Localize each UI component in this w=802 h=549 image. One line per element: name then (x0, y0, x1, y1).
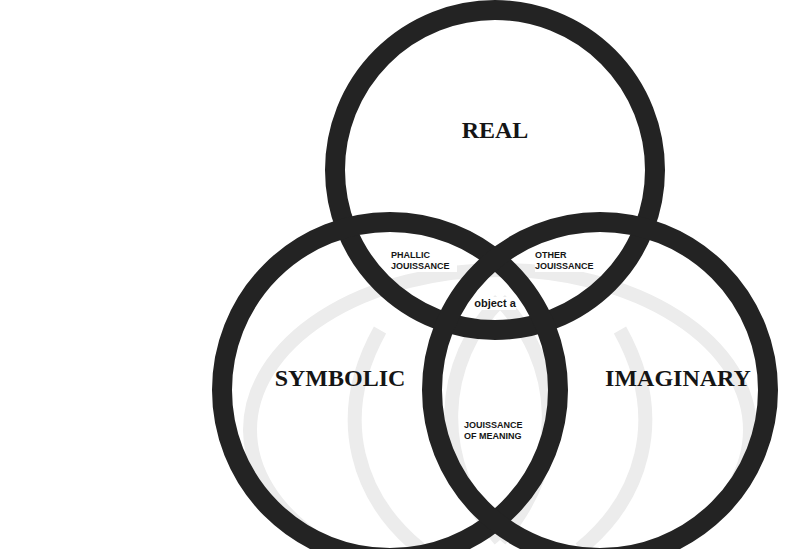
watermark-leaf (355, 330, 420, 549)
ring-outline (325, 0, 665, 340)
ring-node: REAL (325, 0, 665, 340)
ring-circle (432, 222, 768, 549)
ring-title: IMAGINARY (605, 365, 751, 391)
ring-node: SYMBOLIC (212, 212, 568, 549)
region-label: JOUISSANCE OF MEANING (464, 420, 530, 442)
watermark-leaf (580, 330, 645, 549)
region-label: PHALLIC JOUISSANCE (391, 250, 457, 272)
ring-circle (335, 10, 655, 330)
region-label: OTHER JOUISSANCE (535, 250, 601, 272)
ring-title: REAL (462, 117, 529, 143)
region-label: object a (474, 297, 516, 310)
ring-circle (222, 222, 558, 549)
ring-title: SYMBOLIC (275, 365, 406, 391)
